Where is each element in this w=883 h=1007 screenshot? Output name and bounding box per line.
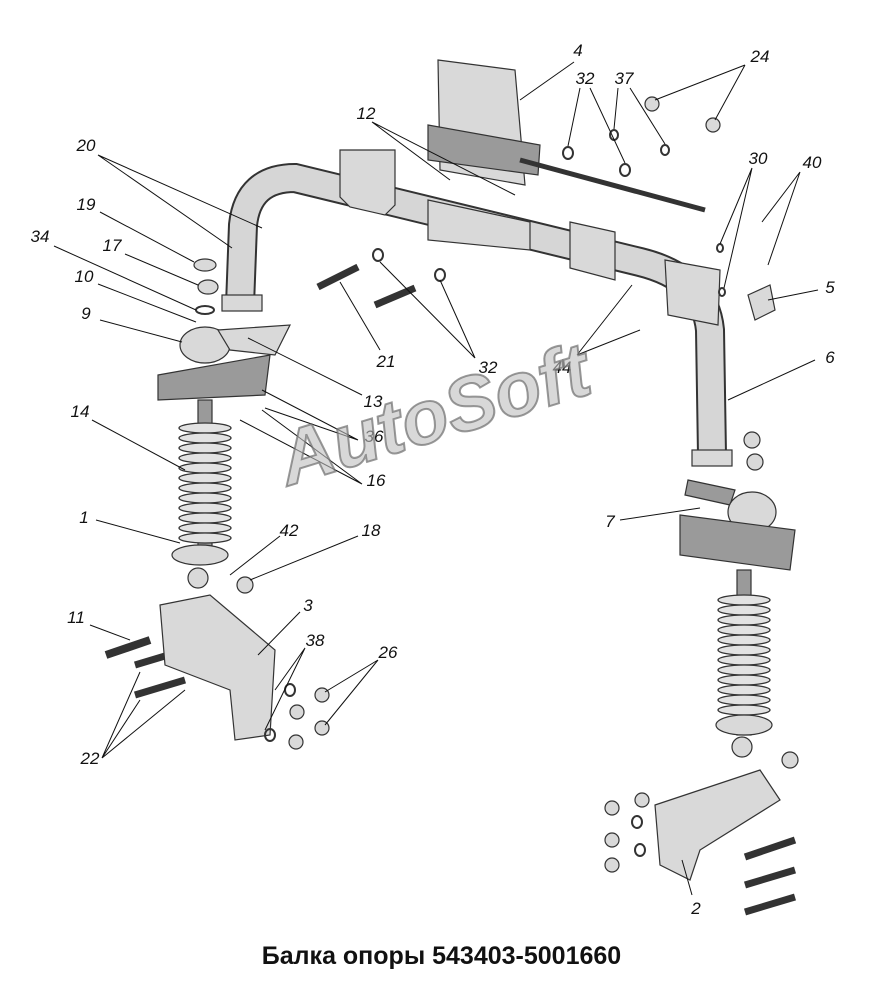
spring-coil <box>178 442 232 454</box>
callout-36: 36 <box>365 427 384 446</box>
spring-coil <box>178 472 232 484</box>
spring-coil <box>717 684 771 696</box>
spring-coil <box>717 694 771 706</box>
callout-30: 30 <box>749 149 768 168</box>
spring-coil <box>178 502 232 514</box>
spring-coil <box>717 704 771 716</box>
callout-4: 4 <box>573 41 582 60</box>
spring-coil <box>178 512 232 524</box>
callout-24: 24 <box>750 47 770 66</box>
callout-16: 16 <box>367 471 386 490</box>
beam-brackets <box>339 149 721 326</box>
spring-coil <box>178 462 232 474</box>
callout-labels: 4 24 32 37 12 20 30 40 19 34 17 10 9 5 2… <box>31 41 836 918</box>
bracket-2 <box>604 769 781 881</box>
callout-20: 20 <box>76 136 96 155</box>
callout-22: 22 <box>80 749 100 768</box>
callout-13: 13 <box>364 392 383 411</box>
callout-6: 6 <box>825 348 835 367</box>
callout-2: 2 <box>690 899 701 918</box>
spring-coil <box>178 532 232 544</box>
callout-26: 26 <box>378 643 398 662</box>
callout-11: 11 <box>67 608 85 627</box>
callout-32b: 32 <box>479 358 498 377</box>
spring-coil <box>717 624 771 636</box>
callout-37: 37 <box>615 69 634 88</box>
spring-coil <box>178 522 232 534</box>
spring-coil <box>178 432 232 444</box>
spring-coil <box>717 664 771 676</box>
spring-coil <box>717 634 771 646</box>
spring-coil <box>178 452 232 464</box>
diagram-title: Балка опоры 543403-5001660 <box>261 942 622 970</box>
spring-coil <box>717 644 771 656</box>
bracket-4 <box>427 59 706 213</box>
callout-42: 42 <box>280 521 299 540</box>
callout-9: 9 <box>81 304 91 323</box>
spring-coil <box>717 654 771 666</box>
callout-21: 21 <box>376 352 396 371</box>
bracket-3 <box>159 594 330 750</box>
callout-17: 17 <box>103 236 122 255</box>
spring-coil <box>717 674 771 686</box>
callout-5: 5 <box>825 278 835 297</box>
callout-32: 32 <box>576 69 595 88</box>
callout-38: 38 <box>306 631 325 650</box>
left-spring-assembly <box>157 324 292 594</box>
spring-coil <box>717 594 771 606</box>
callout-19: 19 <box>77 195 96 214</box>
spring-coil <box>178 482 232 494</box>
callout-34: 34 <box>31 227 50 246</box>
callout-1: 1 <box>79 508 88 527</box>
callout-10: 10 <box>75 267 94 286</box>
spring-coil <box>717 604 771 616</box>
callout-12: 12 <box>357 104 376 123</box>
leader-lines <box>53 61 819 896</box>
callout-18: 18 <box>362 521 381 540</box>
washers-and-nuts <box>193 96 776 471</box>
right-spring-assembly <box>679 479 799 769</box>
callout-44: 44 <box>553 358 572 377</box>
callout-7: 7 <box>605 512 615 531</box>
callout-40: 40 <box>803 153 822 172</box>
spring-coil <box>178 492 232 504</box>
callout-14: 14 <box>71 402 90 421</box>
spring-coil <box>717 614 771 626</box>
spring-coil <box>178 422 232 434</box>
callout-3: 3 <box>303 596 313 615</box>
